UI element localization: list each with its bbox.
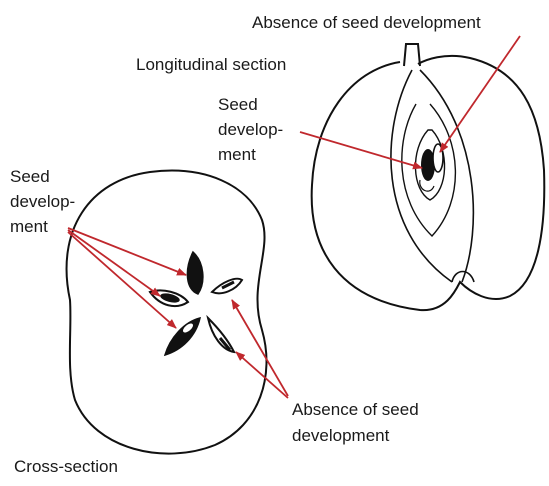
cross-section-fruit	[67, 171, 267, 454]
label-cross-section: Cross-section	[14, 457, 118, 476]
arrow-seed-dev-left-1	[68, 228, 186, 275]
longitudinal-seeds	[420, 144, 443, 191]
label-seed-dev-left-1: Seed	[10, 167, 50, 186]
label-absence-bottom-1: Absence of seed	[292, 400, 419, 419]
label-seed-dev-left-3: ment	[10, 217, 48, 236]
undeveloped-seed	[433, 144, 443, 172]
arrow-seed-dev-left-3	[68, 232, 176, 328]
label-seed-dev-right-2: develop-	[218, 120, 283, 139]
stem	[404, 44, 420, 66]
label-absence-bottom-2: development	[292, 426, 390, 445]
label-seed-dev-left-2: develop-	[10, 192, 75, 211]
longitudinal-fruit-outline	[312, 56, 545, 310]
undeveloped-seed-2	[208, 318, 234, 352]
label-absence-top: Absence of seed development	[252, 13, 481, 32]
label-longitudinal-section: Longitudinal section	[136, 55, 286, 74]
cross-section-outline	[67, 171, 267, 454]
developed-seed-1	[187, 252, 202, 294]
label-seed-dev-right-1: Seed	[218, 95, 258, 114]
arrow-absence-top	[440, 36, 520, 152]
annotation-arrows	[68, 36, 520, 398]
cross-section-seeds	[150, 252, 242, 355]
label-seed-dev-right-3: ment	[218, 145, 256, 164]
arrow-absence-bottom-1	[232, 300, 288, 396]
core-line-left	[391, 70, 452, 282]
seed-outline-extra	[420, 180, 434, 191]
arrow-seed-dev-left-2	[68, 230, 160, 296]
